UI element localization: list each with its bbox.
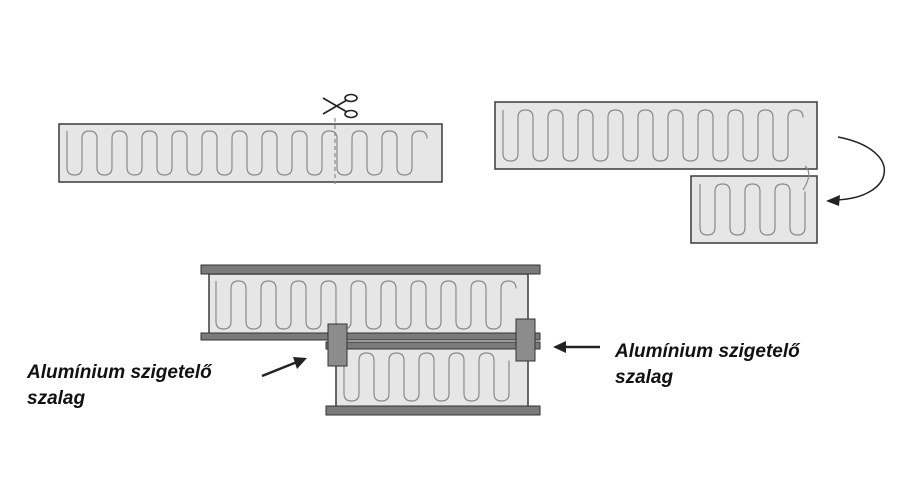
- connecting-wire: [802, 165, 810, 191]
- bottom-batten: [325, 405, 541, 416]
- scissors-icon: [322, 93, 358, 119]
- heating-mat-upper: [494, 101, 818, 170]
- heating-wire: [699, 183, 806, 236]
- label-line: Alumínium szigetelő: [615, 341, 800, 362]
- pointer-arrow-icon: [553, 341, 600, 353]
- top-batten: [200, 264, 541, 275]
- heating-wire: [343, 352, 510, 402]
- pointer-arrow-icon: [261, 357, 307, 378]
- aluminium-tape-label-right: Alumínium szigetelő szalag: [615, 339, 800, 391]
- label-line: Alumínium szigetelő: [27, 362, 212, 383]
- aluminium-tape-left: [327, 323, 348, 367]
- heating-wire: [66, 130, 428, 176]
- heating-mat-lower: [335, 347, 529, 409]
- heating-mat-lower: [690, 175, 818, 244]
- step1-mat-cut: [58, 93, 443, 184]
- step3-installed-mats: [200, 264, 600, 416]
- aluminium-tape-label-left: Alumínium szigetelő szalag: [27, 360, 212, 412]
- middle-batten-lower: [325, 341, 541, 350]
- aluminium-tape-right: [515, 318, 536, 362]
- heating-wire: [502, 109, 804, 162]
- step2-mat-turned: [494, 101, 885, 244]
- heating-mat-upper: [208, 273, 529, 337]
- label-line: szalag: [615, 367, 674, 388]
- curved-arrow-icon: [826, 136, 885, 206]
- heating-mat-full: [58, 123, 443, 183]
- heating-wire: [215, 280, 517, 330]
- label-line: szalag: [27, 388, 86, 409]
- middle-batten-upper: [200, 332, 541, 341]
